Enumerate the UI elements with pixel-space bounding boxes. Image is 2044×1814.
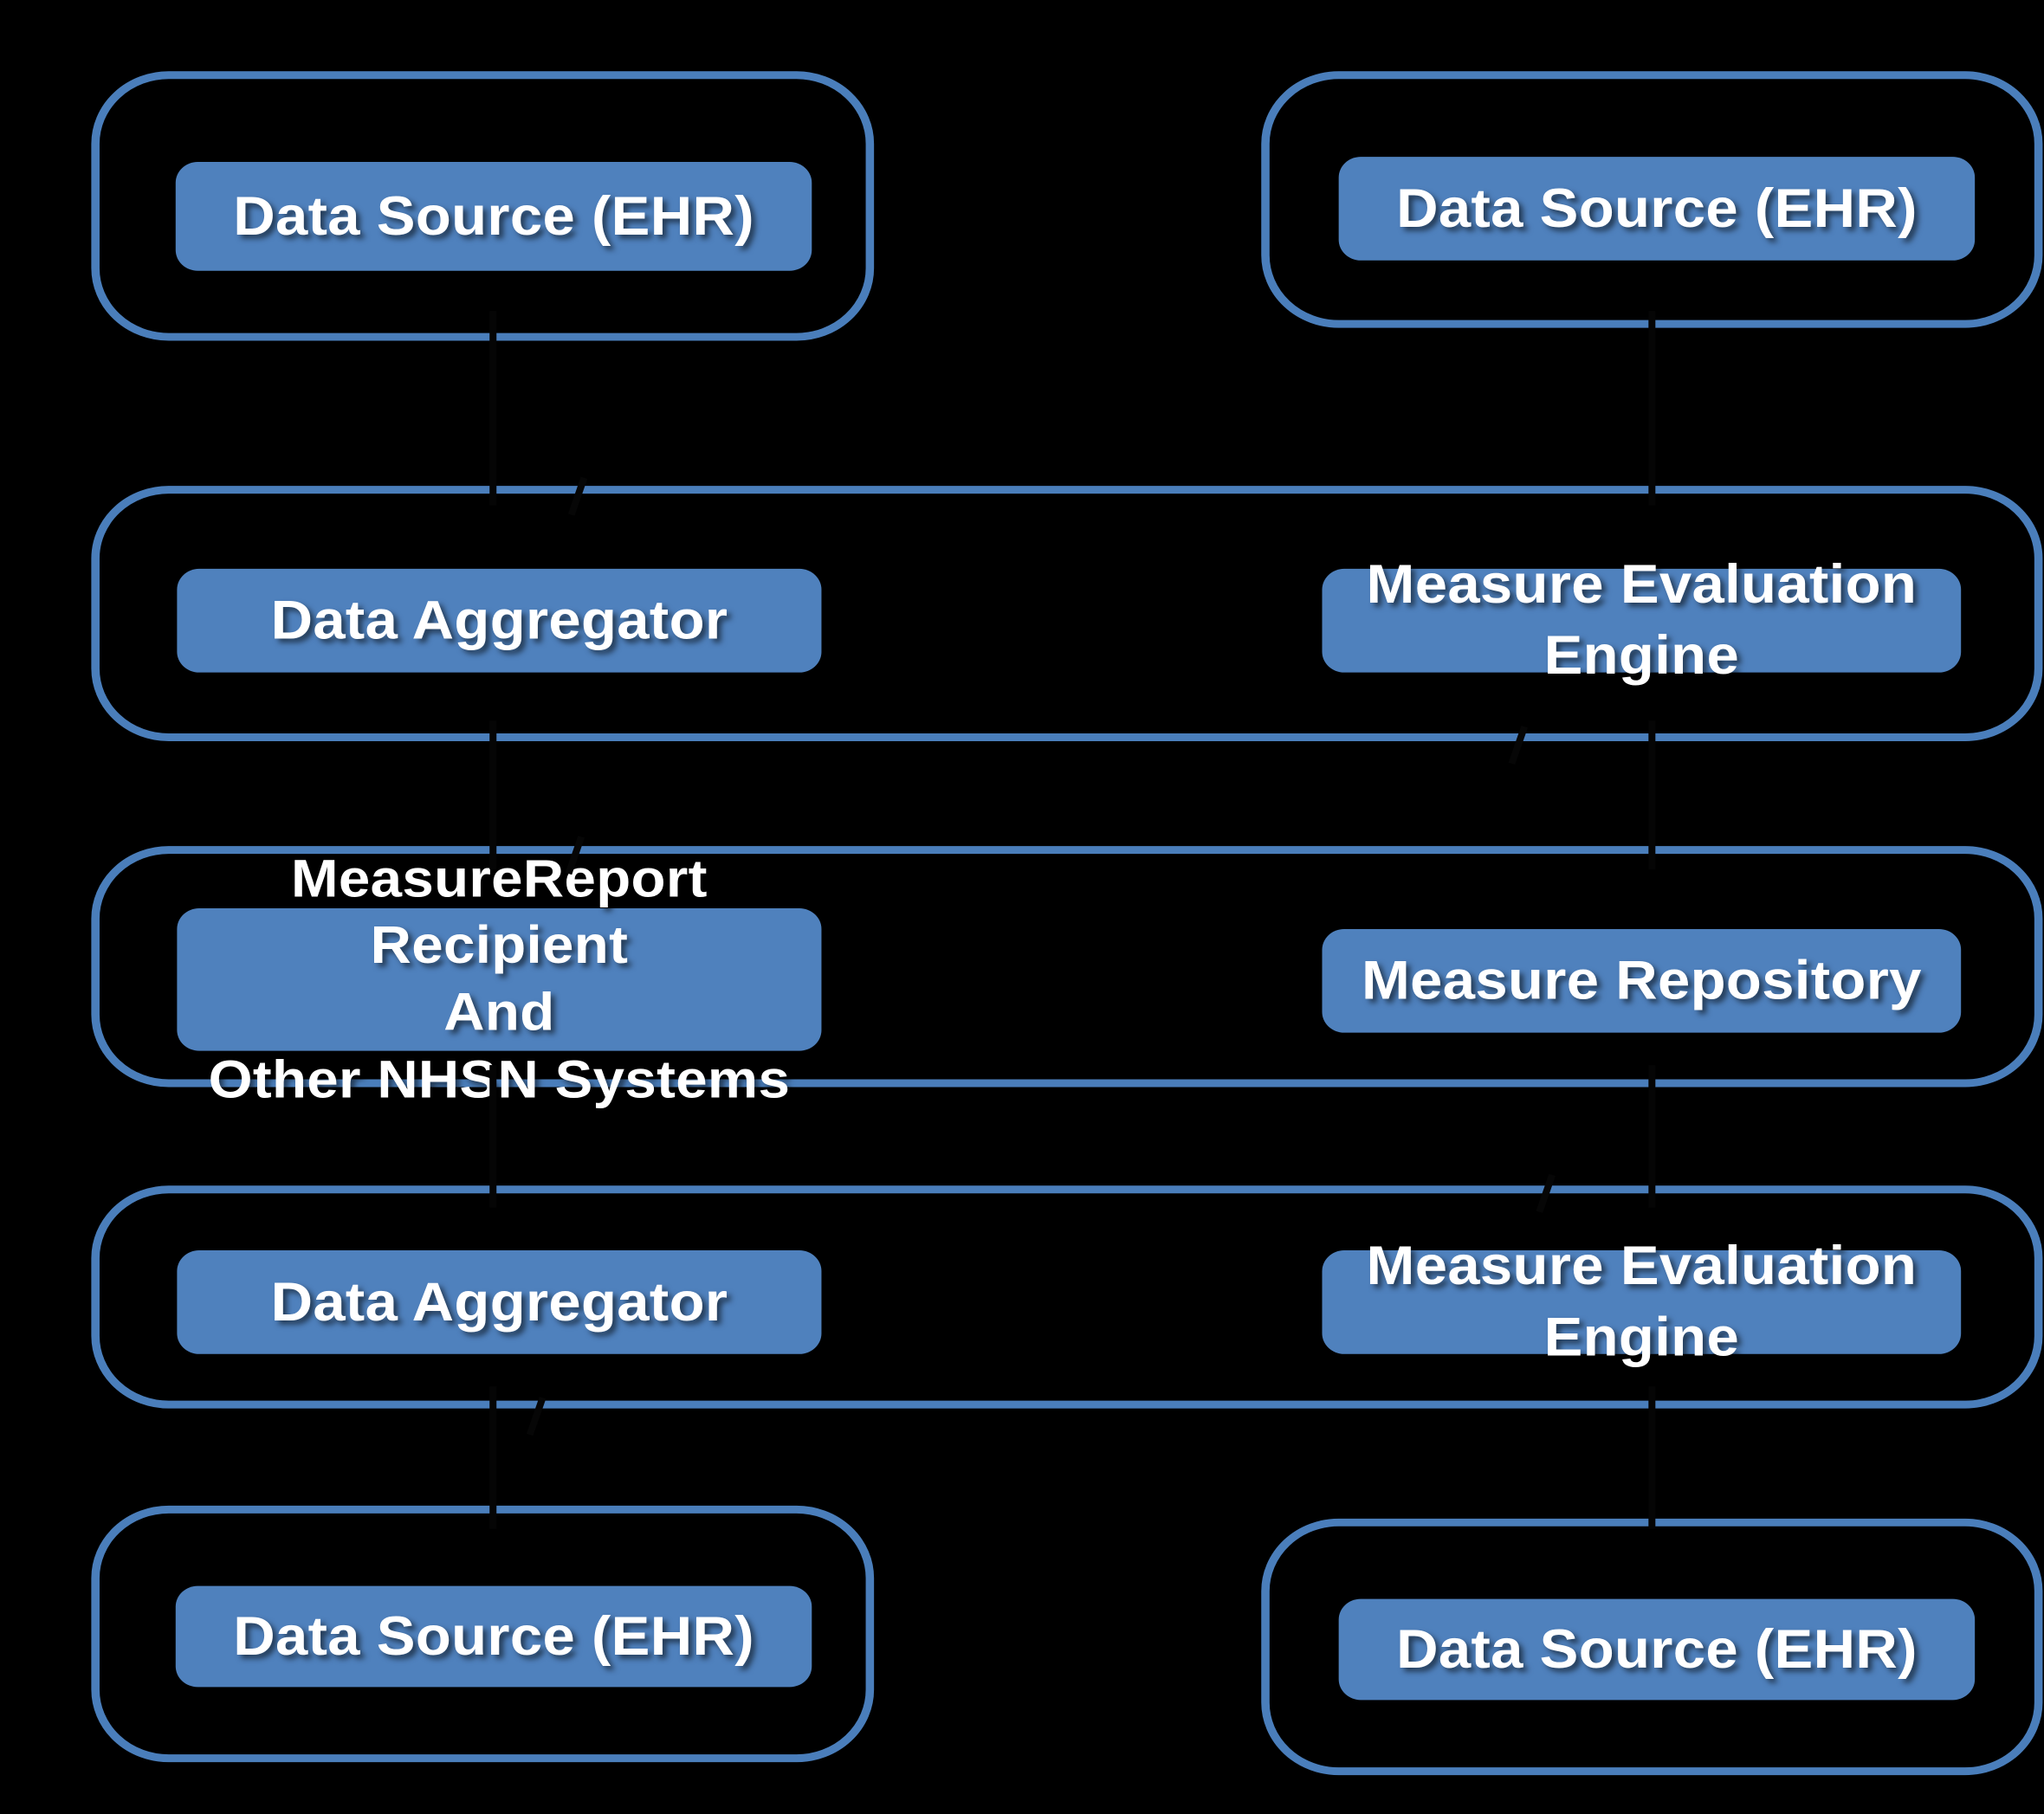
connector-row1-right-down [1648, 311, 1656, 506]
connector-row3-left-down [489, 1065, 497, 1208]
connector-row4-left-down [489, 1386, 497, 1529]
group-row3-wide[interactable]: MeasureReport Recipient And Other NHSN S… [91, 846, 2043, 1108]
group-row5-left[interactable]: Data Source (EHR) [91, 1505, 875, 1763]
node-data-source-ehr-bottom-left[interactable]: Data Source (EHR) [175, 1585, 812, 1688]
connector-row2-right-down [1648, 720, 1656, 870]
node-data-aggregator-lower[interactable]: Data Aggregator [177, 1250, 822, 1354]
group-row5-right[interactable]: Data Source (EHR) [1261, 1518, 2043, 1776]
node-measure-evaluation-engine-lower[interactable]: Measure Evaluation Engine [1322, 1236, 1962, 1367]
group-row1-left[interactable]: Data Source (EHR) [91, 71, 875, 341]
node-measurereport-recipient[interactable]: MeasureReport Recipient And Other NHSN S… [177, 849, 822, 1108]
connector-row4-right-down [1648, 1386, 1656, 1529]
node-data-aggregator-upper[interactable]: Data Aggregator [177, 568, 822, 673]
group-row2-wide[interactable]: Data Aggregator Measure Evaluation Engin… [91, 486, 2043, 741]
connector-row2-left-down [489, 720, 497, 870]
node-data-source-ehr-top-right[interactable]: Data Source (EHR) [1338, 157, 1976, 261]
node-measure-evaluation-engine-upper[interactable]: Measure Evaluation Engine [1322, 554, 1962, 686]
group-row1-right[interactable]: Data Source (EHR) [1261, 71, 2043, 328]
group-row4-wide[interactable]: Data Aggregator Measure Evaluation Engin… [91, 1185, 2043, 1409]
connector-row1-left-down [489, 311, 497, 506]
connector-row3-right-down [1648, 1065, 1656, 1208]
node-data-source-ehr-bottom-right[interactable]: Data Source (EHR) [1338, 1598, 1976, 1701]
node-data-source-ehr-top-left[interactable]: Data Source (EHR) [175, 162, 812, 271]
node-measure-repository[interactable]: Measure Repository [1322, 928, 1962, 1033]
